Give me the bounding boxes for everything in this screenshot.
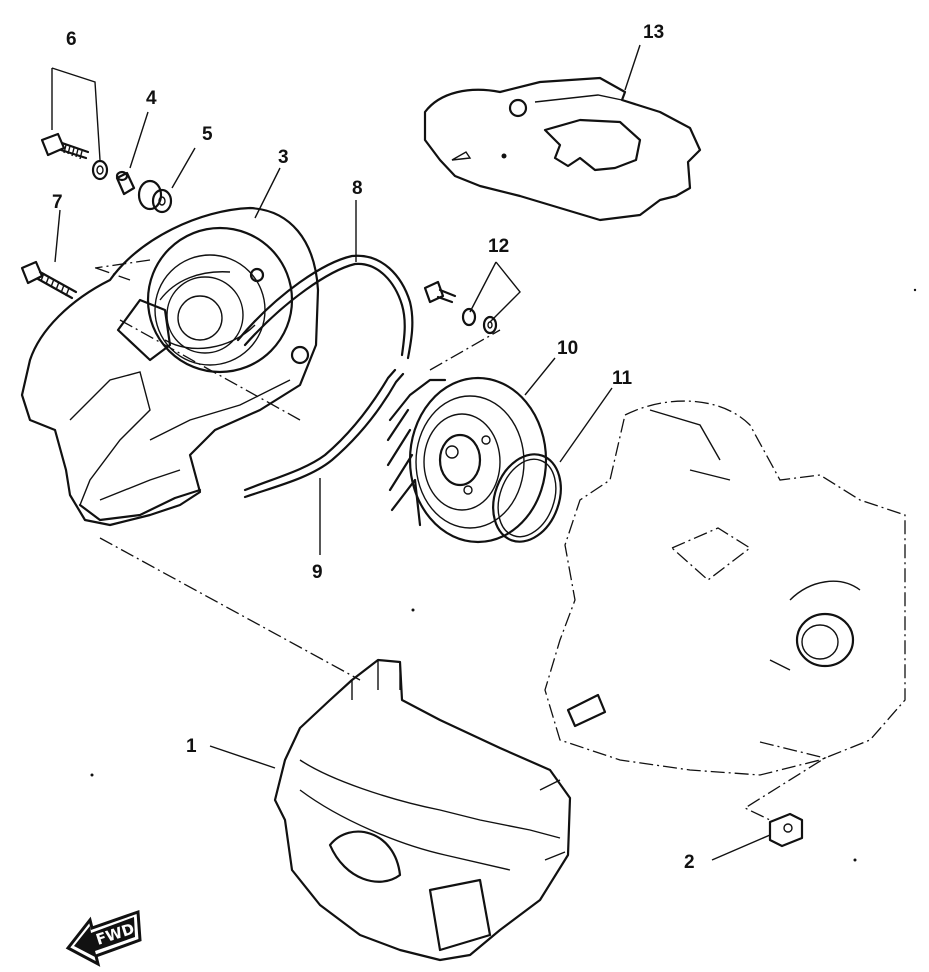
callout-8: 8 [352,178,363,199]
leader-lines [51,44,827,861]
callout-3: 3 [278,147,289,168]
callout-6: 6 [66,29,77,50]
part-3-fan-shroud [20,206,320,527]
part-10-cooling-fan [386,376,548,544]
part-11-o-ring [492,453,562,543]
callout-9: 9 [312,562,323,583]
part-2-nut [768,812,804,848]
part-4-collar [115,170,136,196]
part-7-screw [20,260,78,300]
scan-specks [90,288,917,862]
callout-11: 11 [612,368,633,389]
callout-1: 1 [186,736,197,757]
callout-4: 4 [146,88,157,109]
part-6-bolt [40,132,109,181]
callout-labels: 6 4 5 3 8 7 13 12 10 11 9 1 2 [52,22,695,873]
callout-2: 2 [684,852,695,873]
callout-10: 10 [557,338,578,359]
part-12-bolt [423,280,498,335]
part-9-hose [243,368,405,499]
engine-crankcase-phantom [544,400,906,776]
fwd-arrow-icon: FWD [65,909,142,967]
part-5-grommet [137,179,173,214]
part-8-hose [236,254,414,360]
callout-12: 12 [488,236,509,257]
part-13-gasket [423,76,702,222]
callout-5: 5 [202,124,213,145]
callout-13: 13 [643,22,664,43]
callout-7: 7 [52,192,63,213]
part-1-cover [273,658,572,962]
